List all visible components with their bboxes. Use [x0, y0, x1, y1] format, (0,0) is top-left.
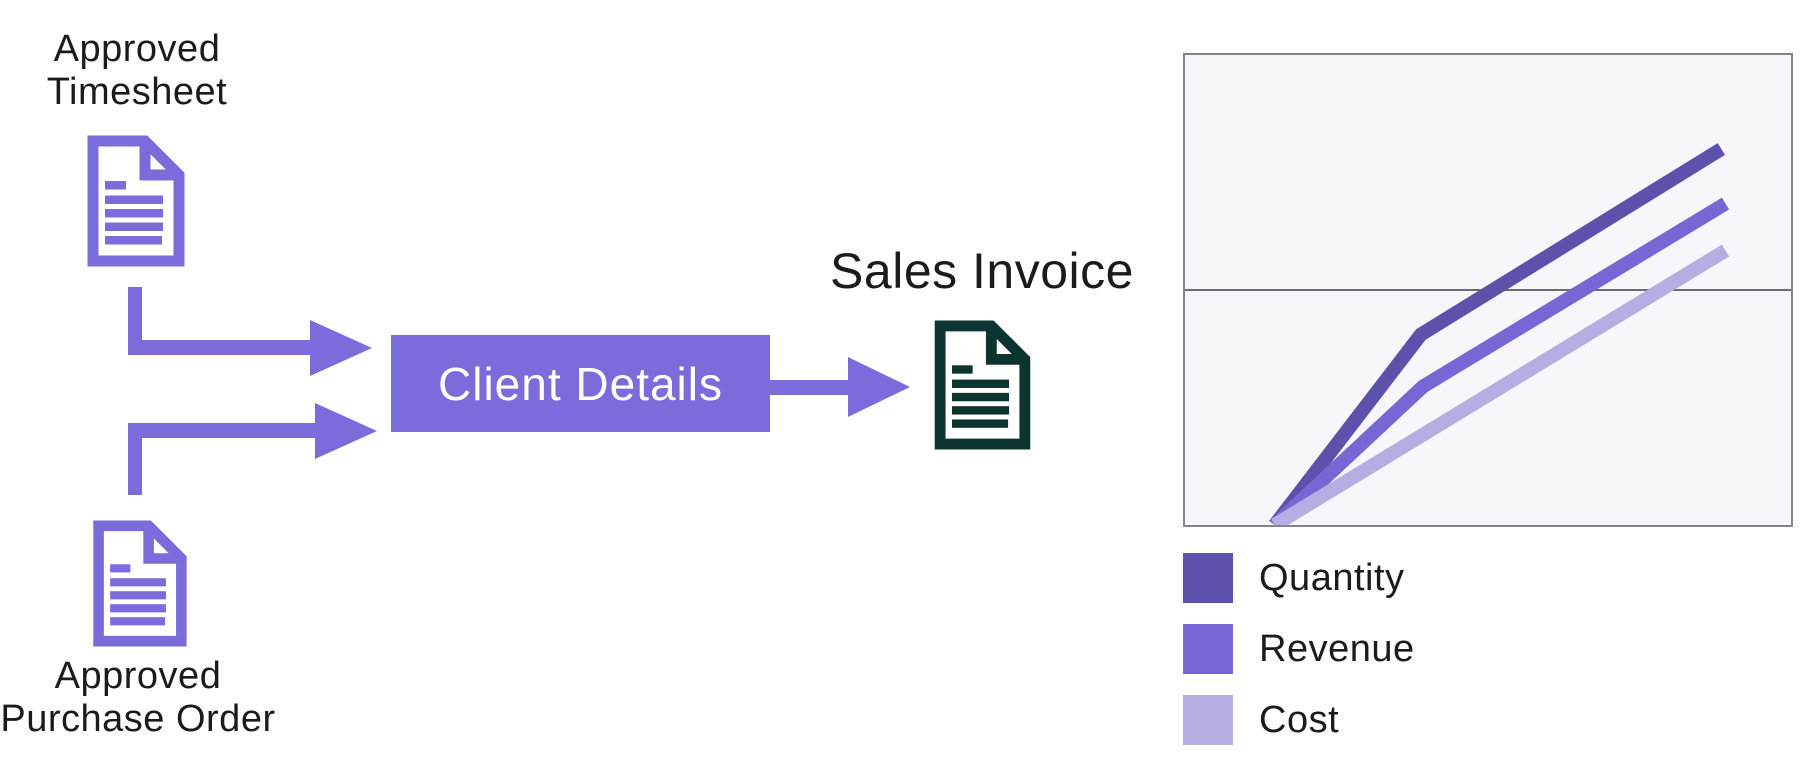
timesheet-to-client-arrow-icon [128, 287, 372, 376]
legend-label-revenue: Revenue [1259, 627, 1415, 670]
legend-item-revenue: Revenue [1183, 624, 1415, 674]
chart-line-revenue [1269, 197, 1730, 525]
purchase-order-label: Approved Purchase Order [0, 655, 278, 740]
purchase-order-to-client-arrow-icon [128, 403, 377, 495]
line-chart [1183, 53, 1793, 527]
legend-swatch-cost [1183, 695, 1233, 745]
timesheet-label-line2: Timesheet [46, 70, 228, 113]
chart-line-cost [1271, 244, 1730, 525]
sales-invoice-document-icon [934, 320, 1031, 450]
client-to-invoice-arrow-icon [770, 357, 910, 417]
chart-plot [1185, 143, 1791, 525]
legend-item-cost: Cost [1183, 695, 1339, 745]
legend-swatch-quantity [1183, 553, 1233, 603]
client-details-label: Client Details [438, 357, 723, 410]
purchase-order-label-line1: Approved [54, 655, 222, 697]
legend-item-quantity: Quantity [1183, 553, 1405, 603]
legend-label-quantity: Quantity [1259, 556, 1405, 599]
purchase-order-document-icon [93, 520, 187, 647]
legend-swatch-revenue [1183, 624, 1233, 674]
client-details-box: Client Details [391, 335, 770, 432]
timesheet-document-icon [87, 135, 185, 267]
chart-line-quantity [1269, 143, 1726, 525]
timesheet-label: Approved Timesheet [27, 28, 247, 113]
purchase-order-label-line2: Purchase Order [0, 697, 276, 740]
sales-invoice-label: Sales Invoice [830, 243, 1134, 299]
timesheet-label-line1: Approved [53, 28, 221, 70]
legend-label-cost: Cost [1259, 698, 1340, 741]
